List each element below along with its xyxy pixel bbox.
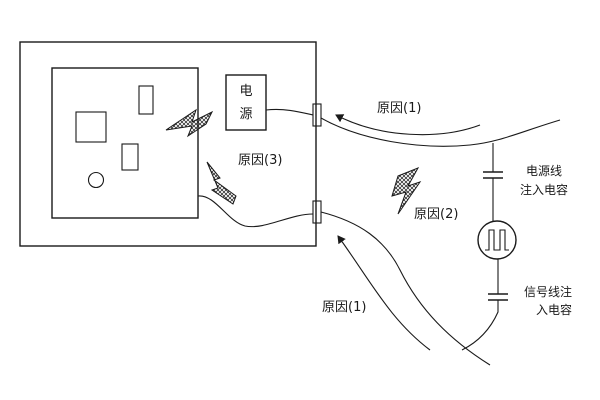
cause2-label: 原因(2) (414, 207, 458, 222)
lightning-bolt-icon (391, 167, 422, 215)
lightning-bolt-icon (206, 161, 237, 205)
board-component (75, 111, 107, 143)
cause1-bottom-arrow (337, 235, 431, 351)
internal-power-wire (265, 108, 314, 116)
cause1-bottom-label: 原因(1) (322, 300, 366, 315)
power-supply-block (225, 74, 267, 131)
injection-lead (461, 300, 499, 351)
board-component (121, 143, 139, 171)
cause3-label: 原因(3) (238, 153, 282, 168)
internal-signal-wire (197, 195, 314, 228)
cause1-top-arrow (335, 114, 481, 136)
equipment-enclosure (19, 41, 317, 247)
power-block-label-2: 源 (239, 107, 252, 122)
cause1-top-label: 原因(1) (377, 101, 421, 116)
signal-line-injection-label-1: 信号线注 (524, 284, 572, 299)
signal-line-injection-label-2: 入电容 (536, 302, 572, 317)
lightning-bolt-icon (165, 108, 214, 138)
pulse-generator-icon (477, 220, 517, 260)
connector-icon (312, 200, 322, 224)
board-component (138, 85, 154, 115)
circuit-board (51, 67, 199, 219)
power-block-label-1: 电 (239, 84, 252, 99)
power-line-injection-label-2: 注入电容 (520, 182, 568, 197)
connector-icon (312, 103, 322, 127)
board-component (87, 171, 105, 189)
pulse-waveform (485, 229, 509, 251)
external-signal-cable (320, 211, 491, 366)
external-power-cable (320, 117, 561, 147)
power-line-injection-label-1: 电源线 (526, 164, 562, 178)
